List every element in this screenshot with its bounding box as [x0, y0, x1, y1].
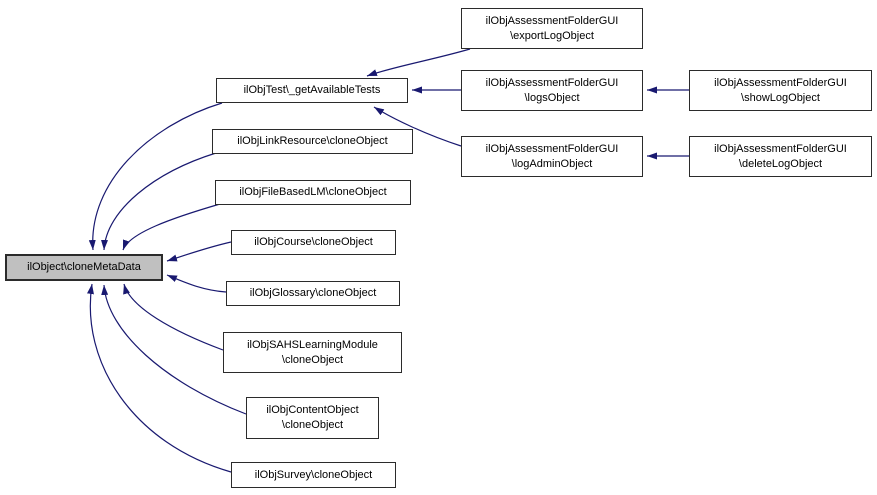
node-label: ilObjGlossary\cloneObject — [249, 287, 377, 299]
node-logsobject[interactable]: ilObjAssessmentFolderGUI \logsObject — [461, 70, 643, 111]
node-label: \cloneObject — [281, 419, 344, 431]
node-label: \exportLogObject — [510, 29, 594, 42]
node-label: \deleteLogObject — [738, 157, 823, 170]
node-ilobject-clonemetadata: ilObject\cloneMetaData — [5, 254, 163, 281]
node-ilobjfilebasedlm-cloneobject[interactable]: ilObjFileBasedLM\cloneObject — [215, 180, 411, 205]
node-ilobjcourse-cloneobject[interactable]: ilObjCourse\cloneObject — [231, 230, 396, 255]
node-ilobjtest-getavailabletests[interactable]: ilObjTest\_getAvailableTests — [216, 78, 408, 103]
edge-logadmin-to-getavailabletests — [373, 106, 462, 147]
node-label: \logsObject — [524, 91, 580, 104]
node-label: ilObjCourse\cloneObject — [254, 236, 373, 248]
edge-exportlog-to-getavailabletests — [366, 48, 471, 77]
node-label: ilObjSurvey\cloneObject — [254, 468, 373, 481]
node-ilobjsahslearningmodule-cloneobject[interactable]: ilObjSAHSLearningModule \cloneObject — [223, 332, 402, 373]
node-ilobjglossary-cloneobject[interactable]: ilObjGlossary\cloneObject — [226, 281, 400, 306]
node-deletelogobject[interactable]: ilObjAssessmentFolderGUI \deleteLogObjec… — [689, 136, 872, 177]
node-label: ilObjTest\_getAvailableTests — [243, 84, 381, 96]
node-ilobjsurvey-cloneobject[interactable]: ilObjSurvey\cloneObject — [231, 462, 396, 488]
node-exportlogobject[interactable]: ilObjAssessmentFolderGUI \exportLogObjec… — [461, 8, 643, 49]
node-label: ilObjFileBasedLM\cloneObject — [239, 186, 387, 198]
node-label: \showLogObject — [741, 91, 820, 104]
node-showlogobject[interactable]: ilObjAssessmentFolderGUI \showLogObject — [689, 70, 872, 111]
node-label: ilObjAssessmentFolderGUI — [485, 76, 619, 89]
edge-filebasedlm-to-clonemetadata — [122, 203, 221, 251]
node-label: \logAdminObject — [511, 157, 593, 170]
edge-sahs-to-clonemetadata — [123, 283, 224, 351]
node-label: ilObjAssessmentFolderGUI — [714, 142, 847, 155]
edge-contentobject-to-clonemetadata — [101, 284, 247, 415]
edge-survey-to-clonemetadata — [87, 283, 232, 473]
node-ilobjlinkresource-cloneobject[interactable]: ilObjLinkResource\cloneObject — [212, 129, 413, 154]
node-label: ilObject\cloneMetaData — [27, 261, 141, 273]
node-label: ilObjContentObject — [266, 404, 359, 416]
node-label: ilObjAssessmentFolderGUI — [714, 76, 847, 89]
edge-course-to-clonemetadata — [166, 241, 232, 262]
node-label: ilObjLinkResource\cloneObject — [237, 135, 388, 147]
node-label: \cloneObject — [281, 353, 344, 366]
node-label: ilObjSAHSLearningModule — [247, 338, 378, 351]
node-ilobjcontentobject-cloneobject[interactable]: ilObjContentObject \cloneObject — [246, 397, 379, 439]
node-label: ilObjAssessmentFolderGUI — [485, 142, 619, 155]
node-label: ilObjAssessmentFolderGUI — [485, 14, 619, 27]
node-logadminobject[interactable]: ilObjAssessmentFolderGUI \logAdminObject — [461, 136, 643, 177]
edge-glossary-to-clonemetadata — [166, 274, 227, 293]
edge-linkresource-to-clonemetadata — [101, 152, 217, 251]
edge-getavailabletests-to-clonemetadata — [88, 102, 223, 251]
